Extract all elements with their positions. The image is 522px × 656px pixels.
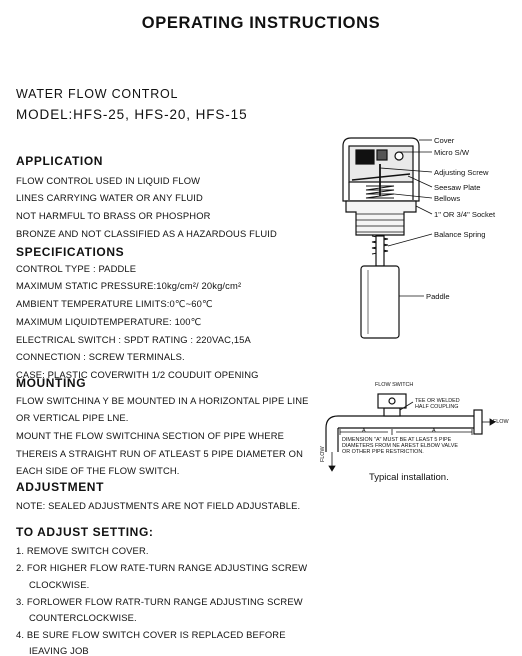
label-cover: Cover: [434, 136, 455, 145]
mounting-line: FLOW SWITCHINA Y BE MOUNTED IN A HORIZON…: [16, 395, 309, 406]
label-flow-switch: FLOW SWITCH: [375, 382, 414, 388]
mounting-line: EACH SIDE OF THE FLOW SWITCH.: [16, 465, 180, 476]
adjust-step: 1. REMOVE SWITCH COVER.: [16, 545, 149, 556]
label-dimension-a-left: A: [362, 428, 366, 434]
label-paddle: Paddle: [426, 292, 450, 301]
dimension-note: DIMENSION "A" MUST BE AT LEAST 5 PIPE: [342, 437, 452, 443]
product-subtitle: WATER FLOW CONTROL: [16, 87, 179, 101]
dimension-note: OR OTHER PIPE RESTRICTION.: [342, 449, 424, 455]
installation-caption: Typical installation.: [369, 472, 449, 483]
spec-line: AMBIENT TEMPERATURE LIMITS:0℃~60℃: [16, 298, 213, 309]
label-flow-down: FLOW: [320, 446, 326, 462]
application-line: LINES CARRYING WATER OR ANY FLUID: [16, 192, 203, 203]
label-socket: 1" OR 3/4" Socket: [434, 210, 496, 219]
mounting-heading: MOUNTING: [16, 376, 87, 390]
adjust-step-continued: IEAVING JOB: [29, 645, 89, 656]
application-heading: APPLICATION: [16, 154, 104, 168]
application-line: FLOW CONTROL USED IN LIQUID FLOW: [16, 175, 201, 186]
spec-line: MAXIMUM LIQUIDTEMPERATURE: 100℃: [16, 316, 202, 327]
mounting-line: MOUNT THE FLOW SWITCHINA SECTION OF PIPE…: [16, 430, 285, 441]
adjust-step: 3. FORLOWER FLOW RATR-TURN RANGE ADJUSTI…: [16, 596, 303, 607]
label-micro-switch: Micro S/W: [434, 148, 470, 157]
label-flow-right: FLOW: [493, 419, 509, 425]
spec-line: MAXIMUM STATIC PRESSURE:10kg/cm²/ 20kg/c…: [16, 280, 242, 291]
label-half-coupling: HALF COUPLING: [415, 404, 459, 410]
dimension-note: DIAMETERS FROM NE AREST ELBOW VALVE: [342, 443, 458, 449]
label-dimension-a-right: A: [432, 428, 436, 434]
model-line: MODEL:HFS-25, HFS-20, HFS-15: [16, 107, 248, 122]
mounting-line: OR VERTICAL PIPE LNE.: [16, 412, 129, 423]
mounting-line: THEREIS A STRAIGHT RUN OF ATLEAST 5 PIPE…: [16, 448, 304, 459]
application-line: BRONZE AND NOT CLASSIFIED AS A HAZARDOUS…: [16, 228, 277, 239]
label-balance-spring: Balance Spring: [434, 230, 486, 239]
page-title: OPERATING INSTRUCTIONS: [141, 14, 381, 32]
label-adjusting-screw: Adjusting Screw: [434, 168, 489, 177]
label-bellows: Bellows: [434, 194, 461, 203]
adjust-step-continued: CLOCKWISE.: [29, 579, 90, 590]
spec-line: CONTROL TYPE : PADDLE: [16, 263, 137, 274]
to-adjust-heading: TO ADJUST SETTING:: [16, 525, 154, 539]
spec-line: CASE: PLASTIC COVERWITH 1/2 COUDUIT OPEN…: [16, 369, 259, 380]
adjustment-note: NOTE: SEALED ADJUSTMENTS ARE NOT FIELD A…: [16, 500, 301, 511]
spec-line: ELECTRICAL SWITCH : SPDT RATING : 220VAC…: [16, 334, 251, 345]
label-tee: TEE OR WELDED: [415, 398, 460, 404]
specifications-heading: SPECIFICATIONS: [16, 245, 125, 259]
spec-line: CONNECTION : SCREW TERMINALS.: [16, 351, 185, 362]
adjust-step-continued: COUNTERCLOCKWISE.: [29, 612, 137, 623]
adjust-step: 4. BE SURE FLOW SWITCH COVER IS REPLACED…: [16, 629, 286, 640]
application-line: NOT HARMFUL TO BRASS OR PHOSPHOR: [16, 210, 211, 221]
adjustment-heading: ADJUSTMENT: [16, 480, 105, 494]
label-seesaw-plate: Seesaw Plate: [434, 183, 481, 192]
adjust-step: 2. FOR HIGHER FLOW RATE-TURN RANGE ADJUS…: [16, 562, 308, 573]
